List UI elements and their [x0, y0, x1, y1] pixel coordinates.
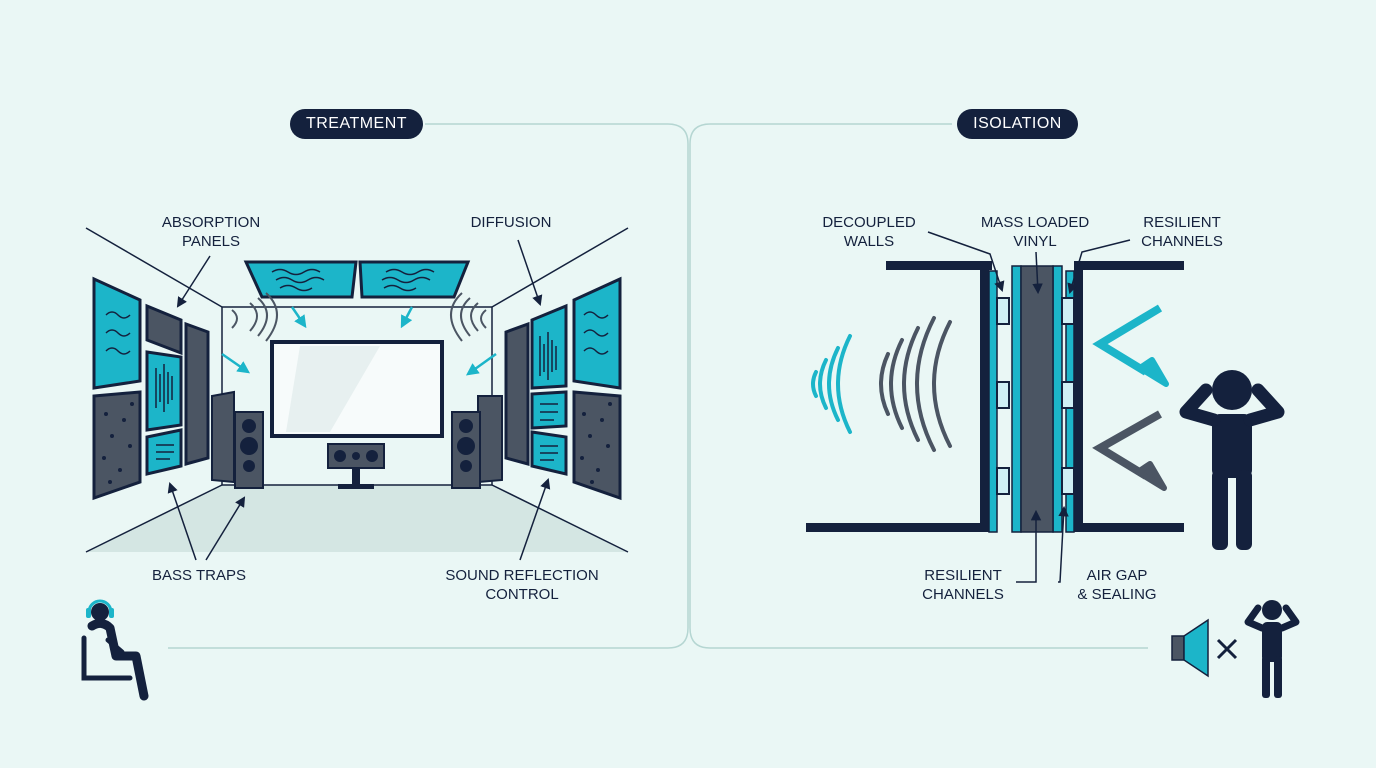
reflected-sound-arrows [1092, 304, 1169, 491]
person-covering-ears-icon [1179, 370, 1285, 550]
ceiling-diffuser-panels [243, 260, 471, 299]
label-bass-traps: BASS TRAPS [152, 567, 246, 584]
label-absorption-panels: ABSORPTION PANELS [161, 214, 261, 250]
left-tower-speaker [234, 411, 264, 489]
right-wall-panels [504, 276, 622, 501]
isolation-title: ISOLATION [957, 109, 1078, 139]
sound-direction-arrows [221, 306, 497, 376]
isolation-wall-section [806, 231, 1300, 698]
decoupled-wall-structure [806, 261, 1184, 532]
listener-with-headphones-icon [81, 599, 149, 701]
center-speaker [327, 443, 385, 489]
resilient-channel-clips [996, 297, 1075, 495]
reflection-arcs [231, 292, 487, 342]
label-mass-loaded-vinyl: MASS LOADED VINYL [980, 214, 1090, 250]
incoming-sound-waves [811, 316, 952, 452]
label-resilient-channels-top: RESILIENT CHANNELS [1141, 214, 1223, 250]
label-resilient-channels-bottom: RESILIENT CHANNELS [922, 567, 1004, 603]
isolation-callout-arrows [927, 231, 1131, 583]
label-air-gap-sealing: AIR GAP & SEALING [1077, 567, 1157, 603]
projection-screen [270, 340, 444, 438]
treatment-room [81, 227, 629, 701]
treatment-callout-arrows [167, 239, 551, 561]
right-tower-speaker [451, 411, 481, 489]
label-sound-reflection-control: SOUND REFLECTION CONTROL [445, 567, 599, 603]
treatment-title: TREATMENT [290, 109, 423, 139]
speaker-muted-person-icon [1171, 600, 1300, 698]
label-decoupled-walls: DECOUPLED WALLS [822, 214, 916, 250]
label-diffusion: DIFFUSION [470, 214, 552, 231]
panel-frame [168, 123, 1148, 649]
left-wall-panels [92, 276, 210, 501]
room-floor [86, 485, 628, 552]
